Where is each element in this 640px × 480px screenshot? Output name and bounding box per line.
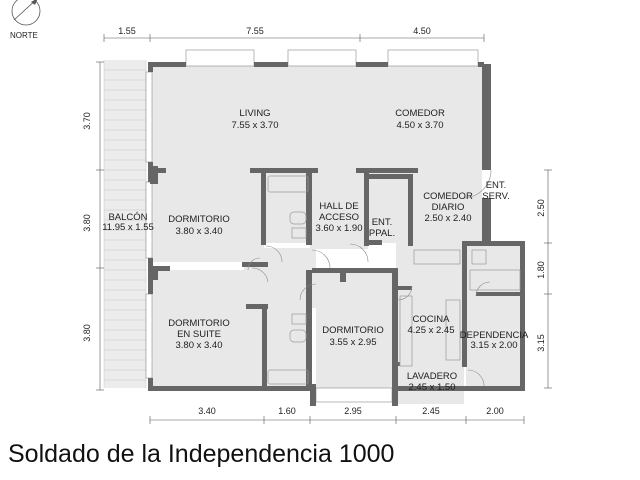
fixtures xyxy=(267,175,521,385)
room-name-hall-2: ACCESO xyxy=(319,212,359,223)
balcony xyxy=(103,60,147,388)
room-size-dependencia: 3.15 x 2.00 xyxy=(470,340,517,351)
dim-top-3: 4.50 xyxy=(413,26,431,36)
dimension-lines xyxy=(96,34,552,424)
room-size-comedor: 4.50 x 3.70 xyxy=(396,120,443,131)
room-name-ent-serv-2: SERV. xyxy=(482,191,509,202)
room-name-balcon: BALCÓN xyxy=(108,212,147,223)
north-arrow-icon xyxy=(11,0,41,26)
room-name-comedor-diario-1: COMEDOR xyxy=(423,191,473,202)
room-name-ent-serv-1: ENT. xyxy=(486,180,507,191)
dim-right-3: 3.15 xyxy=(536,334,546,352)
dim-bottom-1: 3.40 xyxy=(198,406,216,416)
room-name-dormitorio-2: DORMITORIO xyxy=(322,325,384,336)
north-label: NORTE xyxy=(10,31,38,40)
dim-bottom-5: 2.00 xyxy=(486,406,504,416)
page-title: Soldado de la Independencia 1000 xyxy=(8,440,395,468)
room-name-ent-ppal-2: PPAL. xyxy=(369,228,395,239)
walls xyxy=(148,62,525,406)
dim-left-2: 3.80 xyxy=(82,214,92,232)
dim-top-2: 7.55 xyxy=(246,26,264,36)
dim-bottom-3: 2.95 xyxy=(344,406,362,416)
dim-top-1: 1.55 xyxy=(118,26,136,36)
room-size-suite: 3.80 x 3.40 xyxy=(175,340,222,351)
dim-bottom-4: 2.45 xyxy=(422,406,440,416)
dim-left-3: 3.80 xyxy=(82,324,92,342)
room-size-balcon: 11.95 x 1.55 xyxy=(102,222,154,233)
floor-fills xyxy=(150,66,524,404)
room-name-ent-ppal-1: ENT. xyxy=(372,217,393,228)
dim-right-1: 2.50 xyxy=(536,199,546,217)
room-name-comedor: COMEDOR xyxy=(395,108,445,119)
dim-bottom-2: 1.60 xyxy=(278,406,296,416)
room-size-dormitorio-2: 3.55 x 2.95 xyxy=(329,337,376,348)
room-name-hall-1: HALL DE xyxy=(319,201,358,212)
room-size-dormitorio-1: 3.80 x 3.40 xyxy=(175,226,222,237)
room-size-comedor-diario: 2.50 x 2.40 xyxy=(424,213,471,224)
room-name-cocina: COCINA xyxy=(413,314,451,325)
room-name-lavadero: LAVADERO xyxy=(407,371,457,382)
room-name-dependencia: DEPENDENCIA xyxy=(460,330,529,341)
dim-right-2: 1.80 xyxy=(536,261,546,279)
dim-left-1: 3.70 xyxy=(82,112,92,130)
room-name-dormitorio-1: DORMITORIO xyxy=(168,214,230,225)
room-name-comedor-diario-2: DIARIO xyxy=(432,202,465,213)
room-size-living: 7.55 x 3.70 xyxy=(231,120,278,131)
room-size-cocina: 4.25 x 2.45 xyxy=(407,325,454,336)
room-name-suite-2: EN SUITE xyxy=(177,329,221,340)
room-size-lavadero: 2.45 x 1.50 xyxy=(408,382,455,393)
room-name-living: LIVING xyxy=(239,108,270,119)
doors xyxy=(247,169,492,387)
room-name-suite-1: DORMITORIO xyxy=(168,318,230,329)
room-size-hall: 3.60 x 1.90 xyxy=(315,223,362,234)
